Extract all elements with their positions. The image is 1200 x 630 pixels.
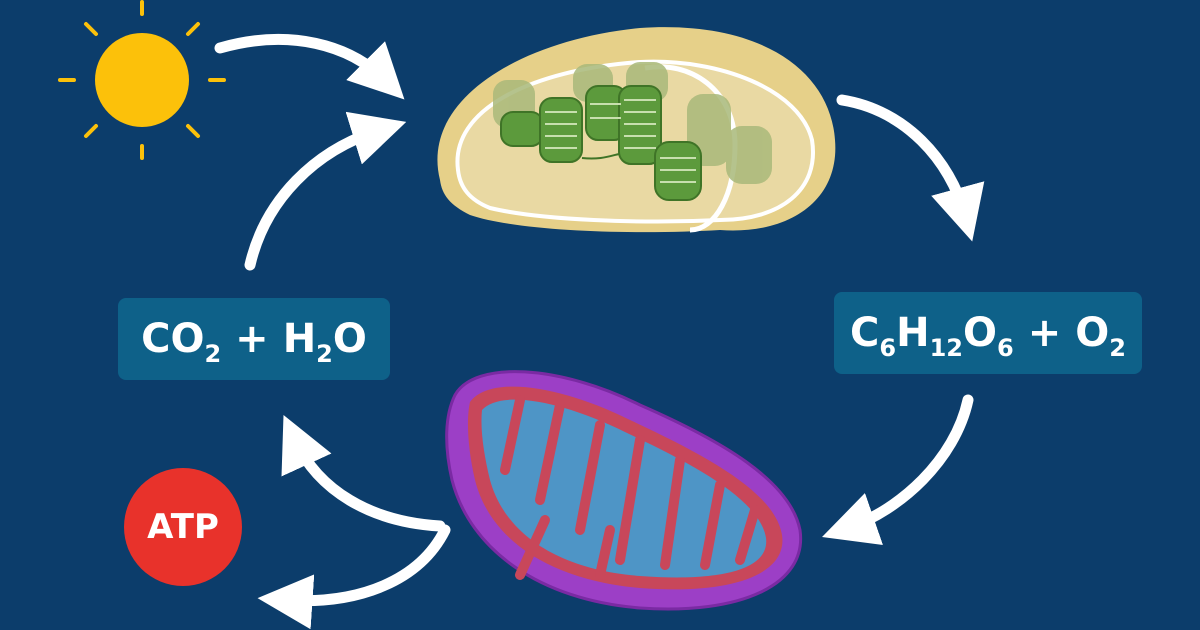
atp-badge: ATP bbox=[124, 468, 242, 586]
products-label: C6H12O6 + O2 bbox=[834, 292, 1142, 374]
product-glucose: C6H12O6 bbox=[850, 310, 1014, 362]
mitochondrion-icon bbox=[445, 370, 803, 611]
sun-icon bbox=[58, 0, 226, 160]
reactant-h2o: H2O bbox=[282, 316, 367, 368]
plus-sign: + bbox=[235, 316, 269, 362]
chloroplast-icon bbox=[437, 27, 836, 233]
product-o2: O2 bbox=[1075, 310, 1126, 362]
reactant-co2: CO2 bbox=[141, 316, 222, 368]
plus-sign: + bbox=[1027, 310, 1062, 356]
reactants-label: CO2 + H2O bbox=[118, 298, 390, 380]
cycle-arrow-icon bbox=[214, 33, 985, 630]
